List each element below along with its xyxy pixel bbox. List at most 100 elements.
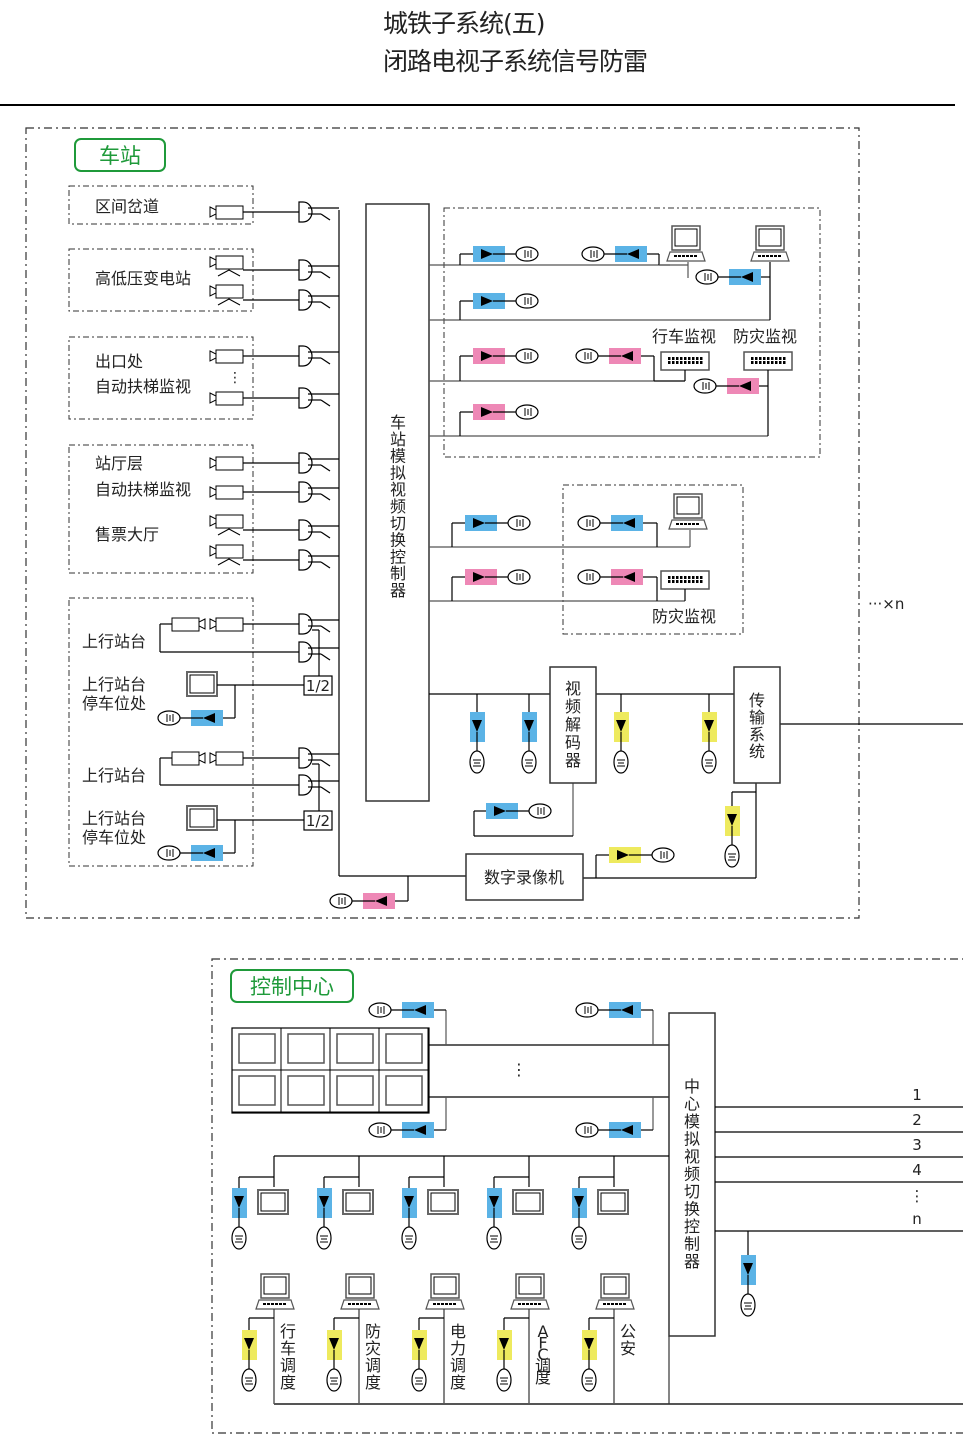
arrow-down-icon [234,1196,244,1208]
output-line-label: n [912,1210,922,1228]
ground-icon [613,750,629,774]
dvr-box [465,853,584,901]
signal-coupler-icon [298,259,339,281]
arrow-left-icon [375,896,387,906]
monitor-icon [342,1189,374,1215]
surge-protector [473,404,539,420]
ground-icon [575,1122,599,1138]
surge-protector [521,712,537,774]
video-wall-screen [336,1033,374,1064]
camera-icon [209,255,244,270]
control-center-boundary [211,958,963,1434]
control-center-label: 控制中心 [250,975,334,999]
area-interval [68,185,254,225]
arrow-left-icon [741,272,753,282]
workstation-label: 防灾调度 [365,1322,381,1392]
signal-coupler-icon [298,613,339,635]
surge-protector [411,1330,427,1392]
ground-icon [515,293,539,309]
center-controller-label: 中心模拟视频切换控制器 [684,1077,700,1271]
computer-icon [750,225,790,262]
camera-icon [209,751,244,766]
ground-icon [231,1226,247,1250]
matrix-keyboard-icon [660,570,710,590]
camera-icon [209,284,244,299]
repeat-label: ···×n [868,595,904,613]
label-platform-stop-1a: 上行站台 [82,675,146,694]
ellipsis: ⋮ [228,370,242,386]
output-line-label: 4 [912,1161,922,1179]
video-wall-screen [238,1033,276,1064]
station-cameras: ⋮1/21/2 [157,201,339,861]
ground-icon [368,1122,392,1138]
surge-protector [740,1255,756,1317]
camera-icon [171,617,206,632]
arrow-down-icon [524,720,534,732]
splitter-label: 1/2 [306,677,330,695]
arrow-down-icon [414,1338,424,1350]
label-fire-monitor-2: 防灾监视 [652,607,716,626]
area-hall [68,444,254,574]
arrow-left-icon [739,381,751,391]
label-train-monitor: 行车监视 [652,327,716,346]
page-title-line1: 城铁子系统(五) [383,9,546,38]
surge-protector [695,269,761,285]
ground-icon [724,844,740,868]
monitor-icon [512,1189,544,1215]
arrow-down-icon [472,720,482,732]
monitor-icon [597,1189,629,1215]
monitor-icon [257,1189,289,1215]
video-decoder-box [549,666,597,784]
surge-protector [724,806,740,868]
label-platform-up-2: 上行站台 [82,766,146,785]
signal-coupler-icon [298,345,339,367]
output-line-label: 3 [912,1136,922,1154]
camera-icon [209,514,244,529]
label-exit-2: 自动扶梯监视 [95,377,191,396]
computer-icon [425,1273,465,1310]
surge-protector [473,246,539,262]
ground-icon [521,750,537,774]
arrow-right-icon [481,407,493,417]
output-line-label: ⋮ [910,1187,925,1205]
workstation-label: 行车调度 [280,1322,296,1392]
arrow-down-icon [329,1338,339,1350]
control-center-badge [230,969,354,1003]
ground-icon [411,1368,427,1392]
ground-icon [571,1226,587,1250]
video-wall [231,1002,669,1138]
workstation-label: 电力调度 [450,1322,466,1392]
label-hall-1: 站厅层 [95,454,143,473]
ground-icon [507,569,531,585]
arrow-down-icon [489,1196,499,1208]
matrix-keyboard-icon [660,351,710,371]
ground-icon [368,1002,392,1018]
surge-protector [465,569,531,585]
ground-icon [740,1293,756,1317]
surge-protector [575,1002,641,1018]
camera-icon [209,544,244,559]
surge-protector [486,803,552,819]
video-wall-screen [287,1075,325,1106]
surge-protector [571,1188,587,1250]
matrix-keyboard-icon [743,351,793,371]
output-line-label: 1 [912,1086,922,1104]
surge-protector [575,1122,641,1138]
arrow-down-icon [727,814,737,826]
computer-icon [666,225,706,262]
surge-protector [577,569,643,585]
surge-protector [693,378,759,394]
camera-icon [209,485,244,500]
ground-icon [157,845,181,861]
ground-icon [701,750,717,774]
transmission-box [733,666,781,784]
camera-icon [209,205,244,220]
transmission-label: 传输系统 [749,691,765,761]
video-wall-ellipsis: ⋮ [511,1060,527,1079]
arrow-right-icon [473,572,485,582]
camera-icon [209,391,244,406]
ground-icon [329,893,353,909]
ground-icon [515,246,539,262]
ground-icon [651,847,675,863]
